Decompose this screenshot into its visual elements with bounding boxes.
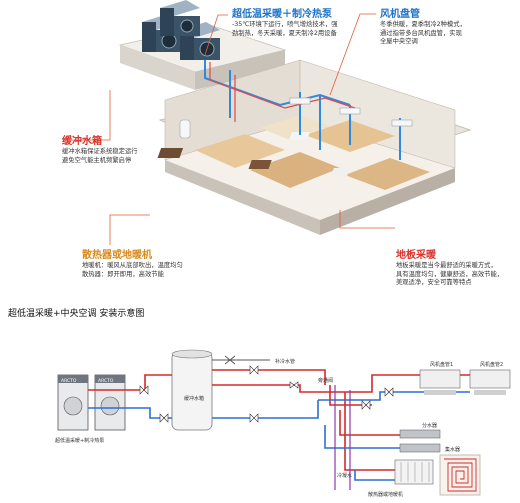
outdoor-unit-1: ARCTO: [57, 374, 89, 431]
outdoor-unit-2: ARCTO: [94, 374, 126, 431]
buffer-tank-small-icon: [179, 119, 191, 139]
callout-title: 散热器或地暖机: [82, 250, 152, 261]
callout-floor-heating: 地板采暖 地板采暖是当今最舒适的采暖方式， 具有温度均匀，健康舒适，高效节能， …: [396, 250, 503, 288]
bypass-lines: [334, 385, 351, 490]
collector-label: 集水器: [445, 446, 460, 453]
callout-desc-line: 劲制热，冬天采暖，夏天制冷2用设备: [232, 29, 337, 37]
unit-brand: ARCTO: [98, 378, 114, 384]
fan-coil-1-label: 风机盘管1: [430, 361, 453, 368]
distributor-label: 分水器: [422, 422, 437, 429]
callout-radiator: 散热器或地暖机 地暖机：暖风从底部吹出，温度均匀 散热器：即开即用，高效节能: [82, 250, 183, 279]
house-illustration: [65, 0, 472, 245]
installation-schematic: ARCTO ARCTO 超低温采暖+制冷热泵 缓冲水箱: [55, 349, 511, 498]
callout-title: 缓冲水箱: [62, 136, 102, 147]
callout-desc-line: 全屋中央空调: [380, 38, 418, 46]
callout-title: 超低温采暖＋制冷热泵: [232, 9, 332, 20]
buffer-tank: 缓冲水箱: [171, 349, 213, 431]
callout-desc-line: 通过指带多台风机盘管，实现: [380, 29, 462, 37]
makeup-water-line: [212, 355, 270, 365]
fan-coil-1: 风机盘管1: [419, 361, 461, 395]
callout-desc-line: 具有温度均匀，健康舒适，高效节能，: [396, 270, 504, 278]
fan-coil-units-icon: [289, 97, 413, 127]
outdoor-units-icon: [142, 0, 220, 60]
callout-desc-line: 散热器：即开即用，高效节能: [82, 270, 164, 278]
fan-coil-2: 风机盘管2: [469, 361, 511, 395]
building-floorplan: [157, 59, 472, 235]
callout-desc-line: 避免空气能主机频繁启停: [62, 156, 132, 164]
pipe-network-hot: [209, 62, 356, 122]
unit-brand: ARCTO: [61, 378, 77, 384]
callout-title: 地板采暖: [396, 250, 436, 261]
schematic-title: 超低温采暖+中央空调 安装示意图: [8, 309, 145, 319]
condensate-label: 冷凝水: [337, 472, 352, 479]
callout-desc-line: 冬季供暖，夏季制冷2种模式，: [380, 21, 466, 28]
floor-heating-coil: [439, 454, 481, 496]
radiator: [394, 459, 434, 485]
outdoor-units-label: 超低温采暖+制冷热泵: [55, 437, 104, 444]
supply-pipes: [88, 369, 470, 471]
callout-title: 风机盘管: [380, 9, 420, 20]
collector: 集水器: [399, 443, 460, 453]
callout-desc-line: 地板采暖是当今最舒适的采暖方式，: [396, 262, 497, 269]
callout-leader-lines: [65, 13, 395, 245]
callout-desc-line: 地暖机：暖风从底部吹出，温度均匀: [82, 262, 183, 269]
callout-heat-pump: 超低温采暖＋制冷热泵 -35℃环境下运行，喷气增焓技术，强 劲制热，冬天采暖，夏…: [232, 9, 338, 38]
callout-desc-line: 美观适净，安全可靠等特点: [396, 279, 472, 287]
fan-coil-2-label: 风机盘管2: [480, 361, 503, 368]
callout-fan-coil: 风机盘管 冬季供暖，夏季制冷2种模式， 通过指带多台风机盘管，实现 全屋中央空调: [380, 9, 466, 47]
callout-buffer-tank: 缓冲水箱 缓冲水箱保证系统稳定运行 避免空气能主机频繁启停: [62, 136, 138, 165]
radiator-label: 散热器或地暖机: [368, 491, 403, 498]
bypass-label: 旁通阀: [318, 377, 333, 384]
distributor: 分水器: [399, 422, 441, 439]
callout-desc-line: -35℃环境下运行，喷气增焓技术，强: [232, 21, 338, 28]
tank-label: 缓冲水箱: [184, 395, 204, 402]
valve-icons: [139, 365, 394, 423]
makeup-water-label: 补冷水管: [275, 358, 295, 365]
callout-desc-line: 缓冲水箱保证系统稳定运行: [62, 148, 138, 155]
